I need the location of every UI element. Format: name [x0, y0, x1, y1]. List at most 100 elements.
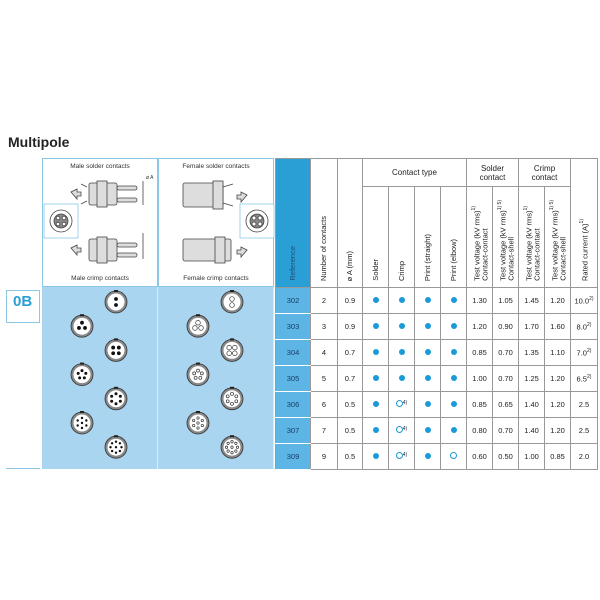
female-face-icon [220, 435, 244, 459]
reference-cell: 307 [275, 417, 311, 444]
rated-current-cell: 10.02) [570, 287, 598, 314]
filled-dot-icon [398, 375, 405, 381]
header-crimp-contact: Crimp contact [518, 158, 571, 187]
crimp-tv-cc-cell: 1.25 [518, 365, 545, 392]
print-straight-cell [414, 443, 441, 470]
female-solder-label: Female solder contacts [182, 163, 250, 170]
solder-cell [362, 313, 389, 340]
header-solder-contact: Solder contact [466, 158, 519, 187]
reference-cell: 309 [275, 443, 311, 470]
filled-dot-icon [424, 375, 431, 381]
solder-tv-cc-cell: 0.85 [466, 391, 493, 418]
female-contact-faces [186, 290, 244, 459]
insert-arrow-icon [236, 246, 248, 259]
insert-arrow-icon [70, 188, 82, 201]
crimp-tv-cs-cell: 1.20 [544, 365, 571, 392]
solder-tv-cs-cell: 0.70 [492, 417, 519, 444]
male-face-icon [104, 338, 128, 362]
open-dot-icon [395, 400, 403, 408]
female-faces-panel [158, 287, 274, 469]
contacts-cell: 9 [310, 443, 338, 470]
header-contact-type: Contact type [362, 158, 467, 187]
solder-tv-cs-cell: 0.90 [492, 313, 519, 340]
filled-dot-icon [398, 349, 405, 355]
solder-tv-cc-cell: 0.85 [466, 339, 493, 366]
male-faces-panel [42, 287, 158, 469]
male-face-icon [104, 386, 128, 411]
header-print-straight: Print (straight) [414, 186, 441, 288]
diameter-cell: 0.5 [337, 391, 363, 418]
male-crimp-label: Male crimp contacts [71, 275, 129, 282]
solder-tv-cs-cell: 0.50 [492, 443, 519, 470]
filled-dot-icon [372, 297, 379, 303]
rated-current-cell: 2.5 [570, 391, 598, 418]
connector-drawings: Male solder contacts Male crimp contacts… [42, 158, 275, 469]
female-connector-drawing [182, 180, 275, 264]
header-contacts: Number of contacts [310, 158, 338, 288]
filled-dot-icon [424, 401, 431, 407]
diameter-cell: 0.9 [337, 313, 363, 340]
solder-cell [362, 287, 389, 314]
print-elbow-cell [440, 391, 467, 418]
rated-current-cell: 6.52) [570, 365, 598, 392]
filled-dot-icon [424, 427, 431, 433]
contacts-cell: 5 [310, 365, 338, 392]
header-solder: Solder [362, 186, 389, 288]
female-face-icon [220, 338, 244, 362]
filled-dot-icon [372, 453, 379, 459]
filled-dot-icon [450, 401, 457, 407]
header-print-elbow: Print (elbow) [440, 186, 467, 288]
filled-dot-icon [372, 427, 379, 433]
series-badge: 0B [6, 290, 40, 323]
reference-cell: 304 [275, 339, 311, 366]
header-crimp: Crimp [388, 186, 415, 288]
print-elbow-cell [440, 339, 467, 366]
female-face-icon [186, 362, 210, 386]
male-contact-faces [70, 290, 128, 459]
filled-dot-icon [424, 323, 431, 329]
crimp-cell [388, 313, 415, 340]
crimp-tv-cc-cell: 1.45 [518, 287, 545, 314]
female-face-icon [186, 314, 210, 338]
print-elbow-cell [440, 365, 467, 392]
diameter-cell: 0.5 [337, 443, 363, 470]
solder-tv-cs-cell: 0.70 [492, 365, 519, 392]
header-crimp-tv-cs: Test voltage (kV rms)1) 5)Contact-shell [544, 186, 571, 288]
crimp-cell: 4) [388, 417, 415, 444]
filled-dot-icon [372, 401, 379, 407]
print-straight-cell [414, 391, 441, 418]
male-solder-label: Male solder contacts [70, 163, 130, 170]
rated-current-cell: 2.5 [570, 417, 598, 444]
crimp-tv-cs-cell: 1.20 [544, 391, 571, 418]
print-elbow-cell [440, 313, 467, 340]
print-elbow-cell [440, 287, 467, 314]
solder-tv-cc-cell: 0.80 [466, 417, 493, 444]
contacts-cell: 3 [310, 313, 338, 340]
solder-cell [362, 339, 389, 366]
filled-dot-icon [372, 323, 379, 329]
print-elbow-cell [440, 443, 467, 470]
crimp-tv-cc-cell: 1.40 [518, 391, 545, 418]
solder-tv-cc-cell: 1.30 [466, 287, 493, 314]
solder-tv-cc-cell: 1.20 [466, 313, 493, 340]
diameter-cell: 0.7 [337, 365, 363, 392]
solder-tv-cs-cell: 0.70 [492, 339, 519, 366]
male-drawing-panel: Male solder contacts Male crimp contacts… [42, 158, 158, 287]
print-straight-cell [414, 365, 441, 392]
divider [6, 468, 40, 469]
crimp-cell [388, 365, 415, 392]
crimp-cell [388, 287, 415, 314]
filled-dot-icon [450, 427, 457, 433]
header-crimp-tv-cc: Test voltage (kV rms)1)Contact-contact [518, 186, 545, 288]
male-face-icon [70, 314, 94, 338]
solder-tv-cs-cell: 1.05 [492, 287, 519, 314]
filled-dot-icon [450, 297, 457, 303]
filled-dot-icon [398, 323, 405, 329]
filled-dot-icon [450, 375, 457, 381]
crimp-tv-cs-cell: 1.10 [544, 339, 571, 366]
